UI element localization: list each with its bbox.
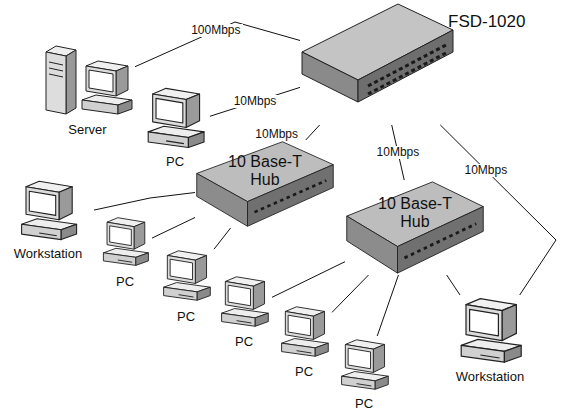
network-cable [94,193,195,211]
pc-drawing [461,299,521,363]
pc-drawing [164,251,211,300]
srv-drawing [46,46,132,114]
network-cable [306,125,320,140]
hub-box: 10 Base-T Hub [195,140,335,228]
pc-drawing [342,340,389,389]
pc-illustration [336,336,392,394]
srv-illustration [40,38,135,120]
pc-drawing [282,307,329,356]
device-label: PC [177,310,195,325]
pc-illustration [2,178,94,244]
device-label: PC [166,155,184,170]
network-cable [272,262,345,298]
network-cable [447,275,460,295]
device-label: PC [116,275,134,290]
device-label: Workstation [14,247,82,262]
pc-drawing [103,218,148,266]
pc-illustration [98,212,152,272]
device-label: PC [295,365,313,380]
link-speed-label: 100Mbps [189,24,242,37]
network-cable [332,275,369,312]
hub-drawing [347,182,484,273]
server-computer: Server [40,38,135,138]
device-label: 10 Base-T Hub [223,153,307,190]
workstation-computer: Workstation [440,295,540,385]
link-speed-label: 10Mbps [462,164,509,177]
pc-illustration [216,272,272,332]
pc-illustration [440,295,540,367]
sw-illustration [300,0,455,125]
pc-computer: PC [98,212,152,290]
device-label: Server [68,123,106,138]
network-cable [210,87,300,116]
link-speed-label: 10Mbps [253,128,300,141]
link-speed-label: 10Mbps [232,95,279,108]
workstation-computer: Workstation [2,178,94,262]
pc-computer: PC [276,302,332,380]
device-label: Workstation [456,370,524,385]
pc-illustration [276,302,332,362]
switch-box: FSD-1020 [300,0,455,125]
network-cable [135,22,300,67]
pc-computer: PC [158,245,214,325]
device-label: 10 Base-T Hub [373,195,457,232]
pc-computer: PC [140,85,210,170]
device-title: FSD-1020 [448,12,525,32]
hub-box: 10 Base-T Hub [345,180,485,275]
pc-illustration [140,85,210,152]
hub-drawing [197,142,334,226]
device-label: PC [355,397,373,412]
network-cable [377,275,398,336]
pc-computer: PC [336,336,392,412]
pc-drawing [222,277,269,326]
pc-drawing [22,181,77,239]
link-speed-label: 10Mbps [375,146,422,159]
pc-computer: PC [216,272,272,350]
network-cable [214,228,231,249]
device-label: PC [235,335,253,350]
network-cable [152,218,195,239]
pc-illustration [158,245,214,307]
pc-drawing [148,88,204,147]
sw-drawing [302,4,453,102]
